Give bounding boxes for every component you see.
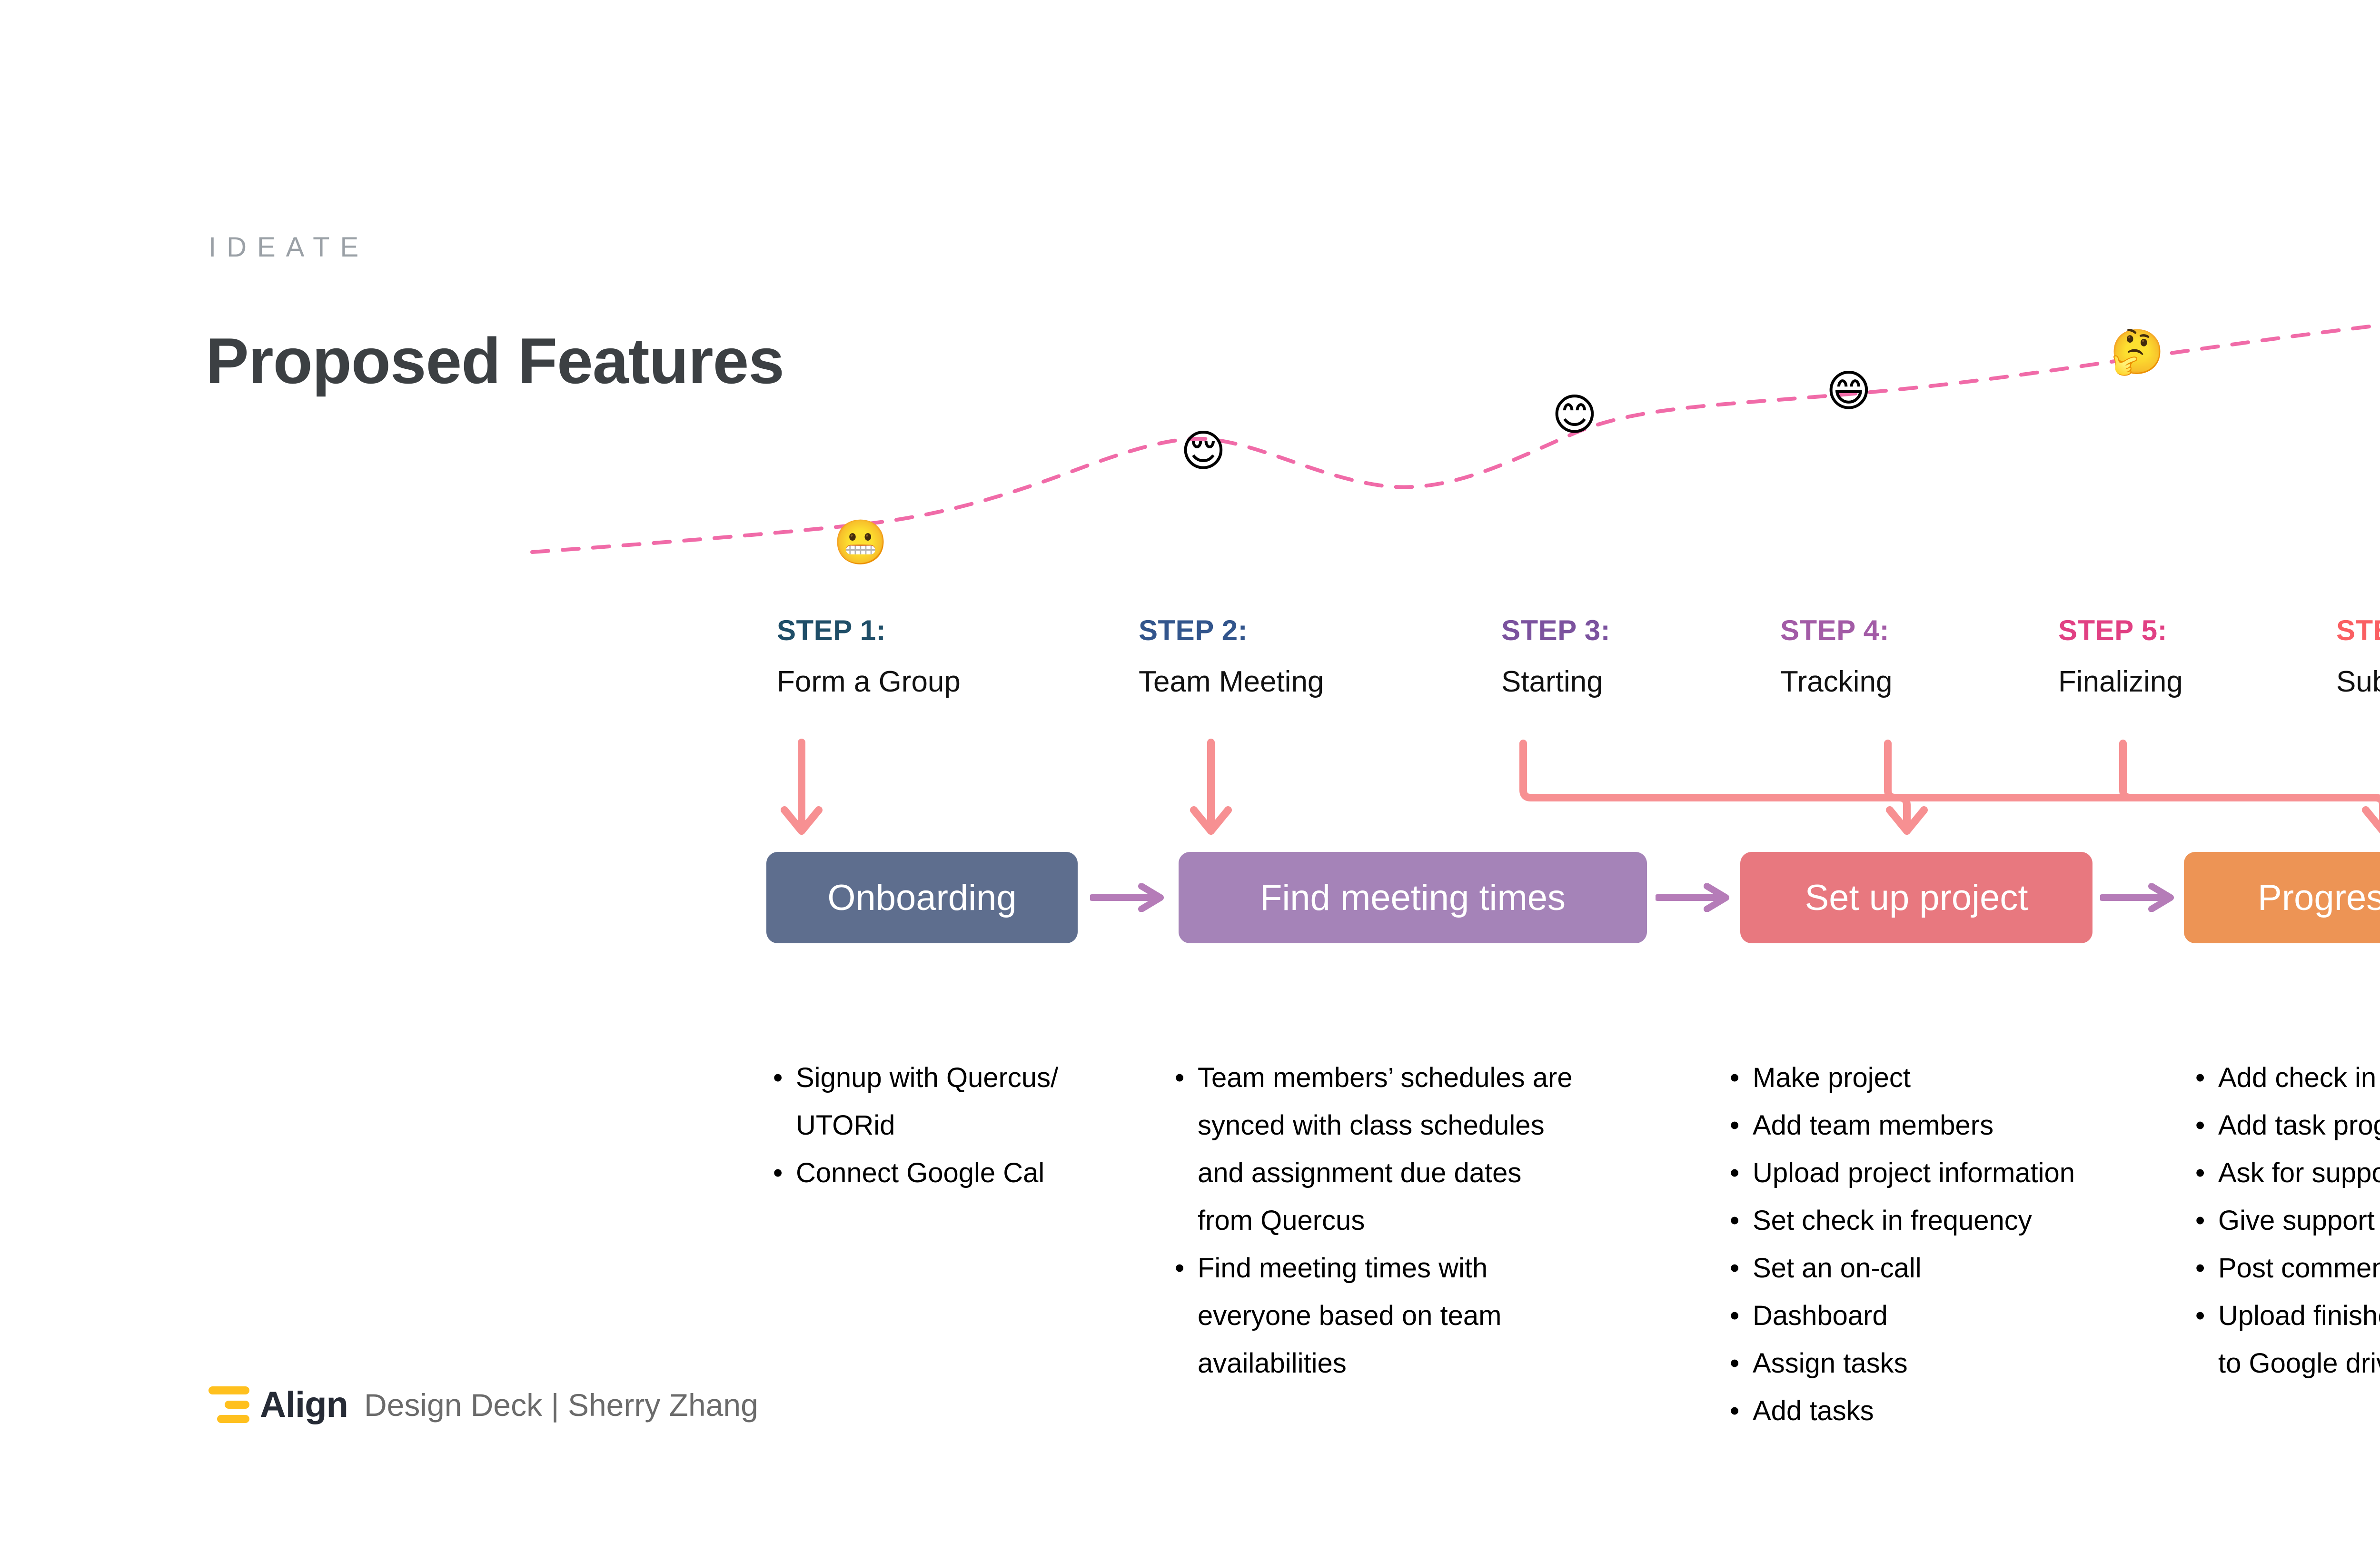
journey-emoji-4: 😄 [1826, 366, 1872, 416]
connector-svg [781, 739, 2380, 835]
list-item: Add tasks [1726, 1387, 2197, 1435]
align-logo-icon [208, 1386, 249, 1423]
list-item: Add task progress [2192, 1102, 2380, 1149]
connector-step3 [1519, 740, 1911, 830]
connector-step5 [2119, 740, 2134, 801]
arrow-right-icon [1090, 883, 1164, 912]
list-item: Team members’ schedules are synced with … [1171, 1054, 1580, 1245]
connector-step4 [1884, 740, 2380, 829]
step-number-4: STEP 4: [1780, 614, 1890, 646]
bullet-column-progress-updates: Add check in updates Add task progress A… [2192, 1054, 2380, 1387]
list-item: Connect Google Cal [769, 1149, 1131, 1197]
step-label-4: Tracking [1780, 665, 1893, 698]
list-item: Upload finished parts sync to Google dri… [2192, 1292, 2380, 1387]
step-label-1: Form a Group [777, 665, 961, 698]
step-column-6: STEP 6: Submitting [2336, 614, 2380, 699]
step-label-6: Submitting [2336, 665, 2380, 698]
list-item: Dashboard [1726, 1292, 2197, 1340]
step-header-row: STEP 1: Form a Group STEP 2: Team Meetin… [0, 614, 2380, 738]
journey-curve: 😬 😌 😊 😄 🤔 😌 [0, 228, 2380, 600]
list-item: Give support [2192, 1197, 2380, 1245]
feature-box-set-up-project[interactable]: Set up project [1740, 852, 2092, 943]
page-title: Proposed Features [206, 325, 784, 397]
list-item: Set check in frequency [1726, 1197, 2197, 1245]
journey-path-svg [530, 323, 2380, 554]
step-column-5: STEP 5: Finalizing [2058, 614, 2183, 699]
step-number-2: STEP 2: [1139, 614, 1248, 646]
connector-step2-head [1190, 806, 1232, 835]
bullet-column-onboarding: Signup with Quercus/ UTORid Connect Goog… [769, 1054, 1131, 1197]
feature-box-onboarding[interactable]: Onboarding [766, 852, 1078, 943]
box-arrow-1 [1090, 883, 1166, 912]
step-label-3: Starting [1501, 665, 1603, 698]
step-number-3: STEP 3: [1501, 614, 1611, 646]
list-item: Post comments [2192, 1245, 2380, 1292]
list-item: Assign tasks [1726, 1340, 2197, 1387]
step-number-5: STEP 5: [2058, 614, 2168, 646]
feature-box-row: Onboarding Find meeting times Set up pro… [0, 852, 2380, 952]
step-to-box-connectors [0, 733, 2380, 866]
journey-emoji-1: 😬 [833, 517, 888, 568]
slide-footer: Align Design Deck | Sherry Zhang [208, 1384, 758, 1425]
list-item: Set an on-call [1726, 1245, 2197, 1292]
step-column-4: STEP 4: Tracking [1780, 614, 1892, 699]
list-item: Add check in updates [2192, 1054, 2380, 1102]
list-item: Ask for support [2192, 1149, 2380, 1197]
step-column-3: STEP 3: Starting [1501, 614, 1610, 699]
journey-emoji-3: 😊 [1552, 389, 1597, 440]
list-item: Find meeting times with everyone based o… [1171, 1245, 1580, 1387]
list-item: Upload project information [1726, 1149, 2197, 1197]
footer-caption: Design Deck | Sherry Zhang [364, 1387, 758, 1423]
step-column-1: STEP 1: Form a Group [777, 614, 961, 699]
journey-emoji-5: 🤔 [2110, 326, 2165, 377]
feature-box-progress-updates[interactable]: Progress updates [2184, 852, 2380, 943]
bullet-column-find-meeting-times: Team members’ schedules are synced with … [1171, 1054, 1580, 1387]
connector-step1-head [781, 806, 823, 835]
step-column-2: STEP 2: Team Meeting [1139, 614, 1324, 699]
logo-wordmark: Align [260, 1384, 348, 1425]
list-item: Signup with Quercus/ UTORid [769, 1054, 1131, 1149]
connector-step3-head [1886, 806, 1928, 835]
bullet-column-set-up-project: Make project Add team members Upload pro… [1726, 1054, 2197, 1435]
section-eyebrow: IDEATE [208, 232, 369, 263]
journey-emoji-2: 😌 [1180, 425, 1226, 476]
step-number-1: STEP 1: [777, 614, 886, 646]
list-item: Add team members [1726, 1102, 2197, 1149]
box-arrow-3 [2100, 883, 2176, 912]
list-item: Make project [1726, 1054, 2197, 1102]
feature-box-find-meeting-times[interactable]: Find meeting times [1179, 852, 1647, 943]
arrow-right-icon [1656, 883, 1729, 912]
box-arrow-2 [1656, 883, 1732, 912]
arrow-right-icon [2100, 883, 2174, 912]
step-number-6: STEP 6: [2336, 614, 2380, 646]
connector-step45-head [2362, 806, 2380, 834]
step-label-2: Team Meeting [1139, 665, 1324, 698]
step-label-5: Finalizing [2058, 665, 2183, 698]
